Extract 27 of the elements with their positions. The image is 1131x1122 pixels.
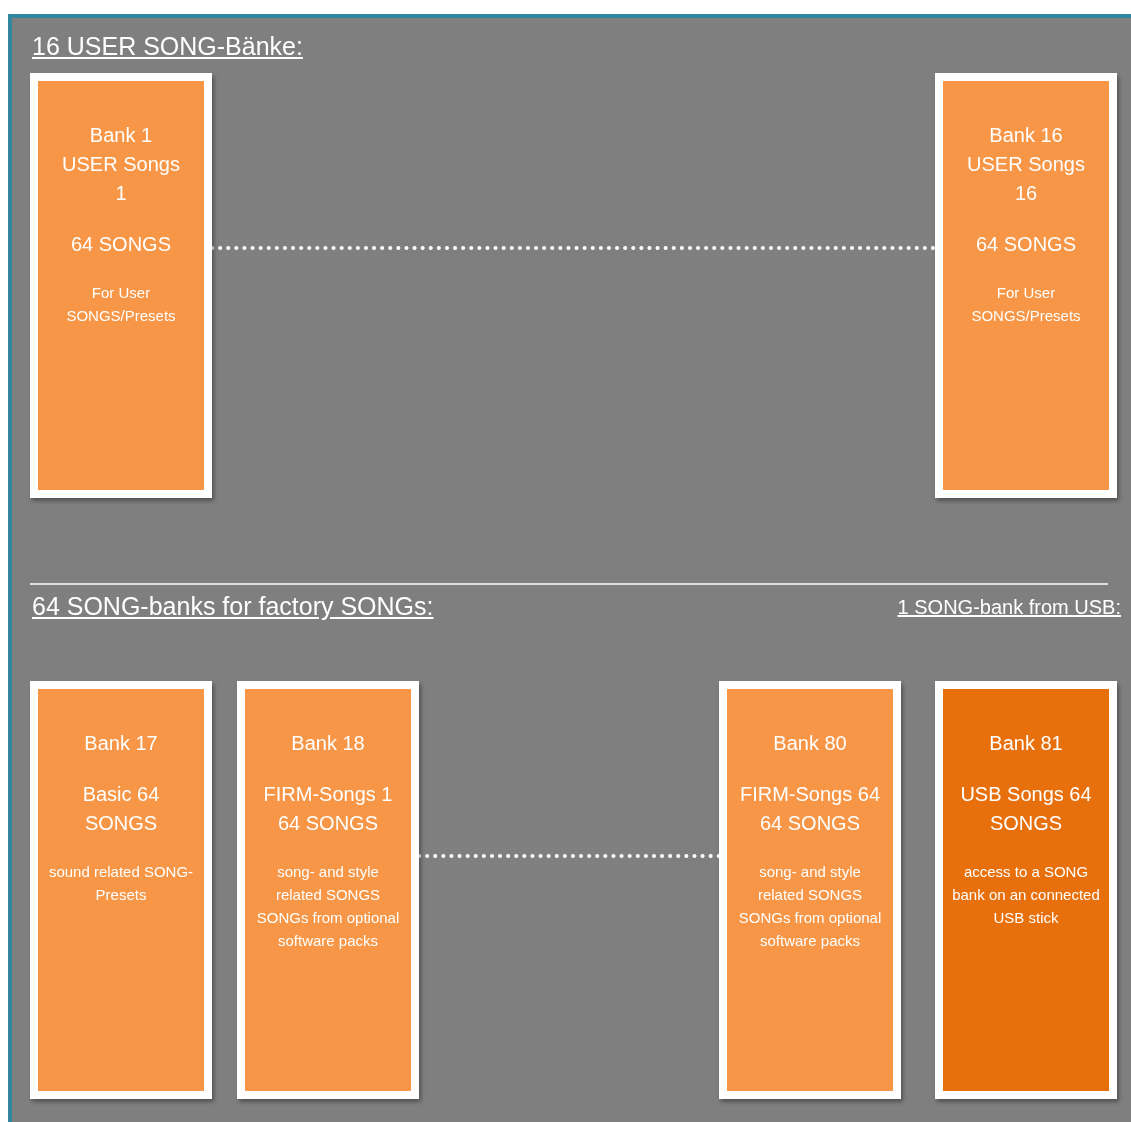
bank-box <box>30 73 212 498</box>
section-heading: 64 SONG-banks for factory SONGs: <box>32 592 434 621</box>
bank-description: song- and style related SONGS SONGs from optional software packs <box>255 862 401 951</box>
bank-description: access to a SONG bank on an connected USB stick <box>951 862 1101 928</box>
bank-box <box>935 73 1117 498</box>
bank-description: For User SONGS/Presets <box>65 283 177 326</box>
bank-box <box>719 681 901 1099</box>
bank-description: song- and style related SONGS SONGs from optional software packs <box>737 862 883 951</box>
song-count: 64 SONGS <box>69 232 172 257</box>
bank-box <box>30 681 212 1099</box>
bank-title: Bank 17 <box>83 731 159 756</box>
song-count: FIRM-Songs 64 64 SONGS <box>738 782 882 836</box>
song-count: 64 SONGS <box>974 232 1077 257</box>
song-count: Basic 64 SONGS <box>81 782 161 836</box>
song-count: FIRM-Songs 1 64 SONGS <box>262 782 394 836</box>
bank-box <box>935 681 1117 1099</box>
bank-box <box>237 681 419 1099</box>
section-heading: 16 USER SONG-Bänke: <box>32 32 303 61</box>
bank-description: For User SONGS/Presets <box>970 283 1082 326</box>
bank-title: Bank 81 <box>988 731 1064 756</box>
bank-title: Bank 16 USER Songs 16 <box>966 123 1086 206</box>
bank-title: Bank 1 USER Songs 1 <box>61 123 181 206</box>
bank-title: Bank 18 <box>290 731 366 756</box>
bank-title: Bank 80 <box>772 731 848 756</box>
section-heading: 1 SONG-bank from USB: <box>897 596 1121 619</box>
song-count: USB Songs 64 SONGS <box>959 782 1093 836</box>
bank-description: sound related SONG-Presets <box>47 862 195 905</box>
